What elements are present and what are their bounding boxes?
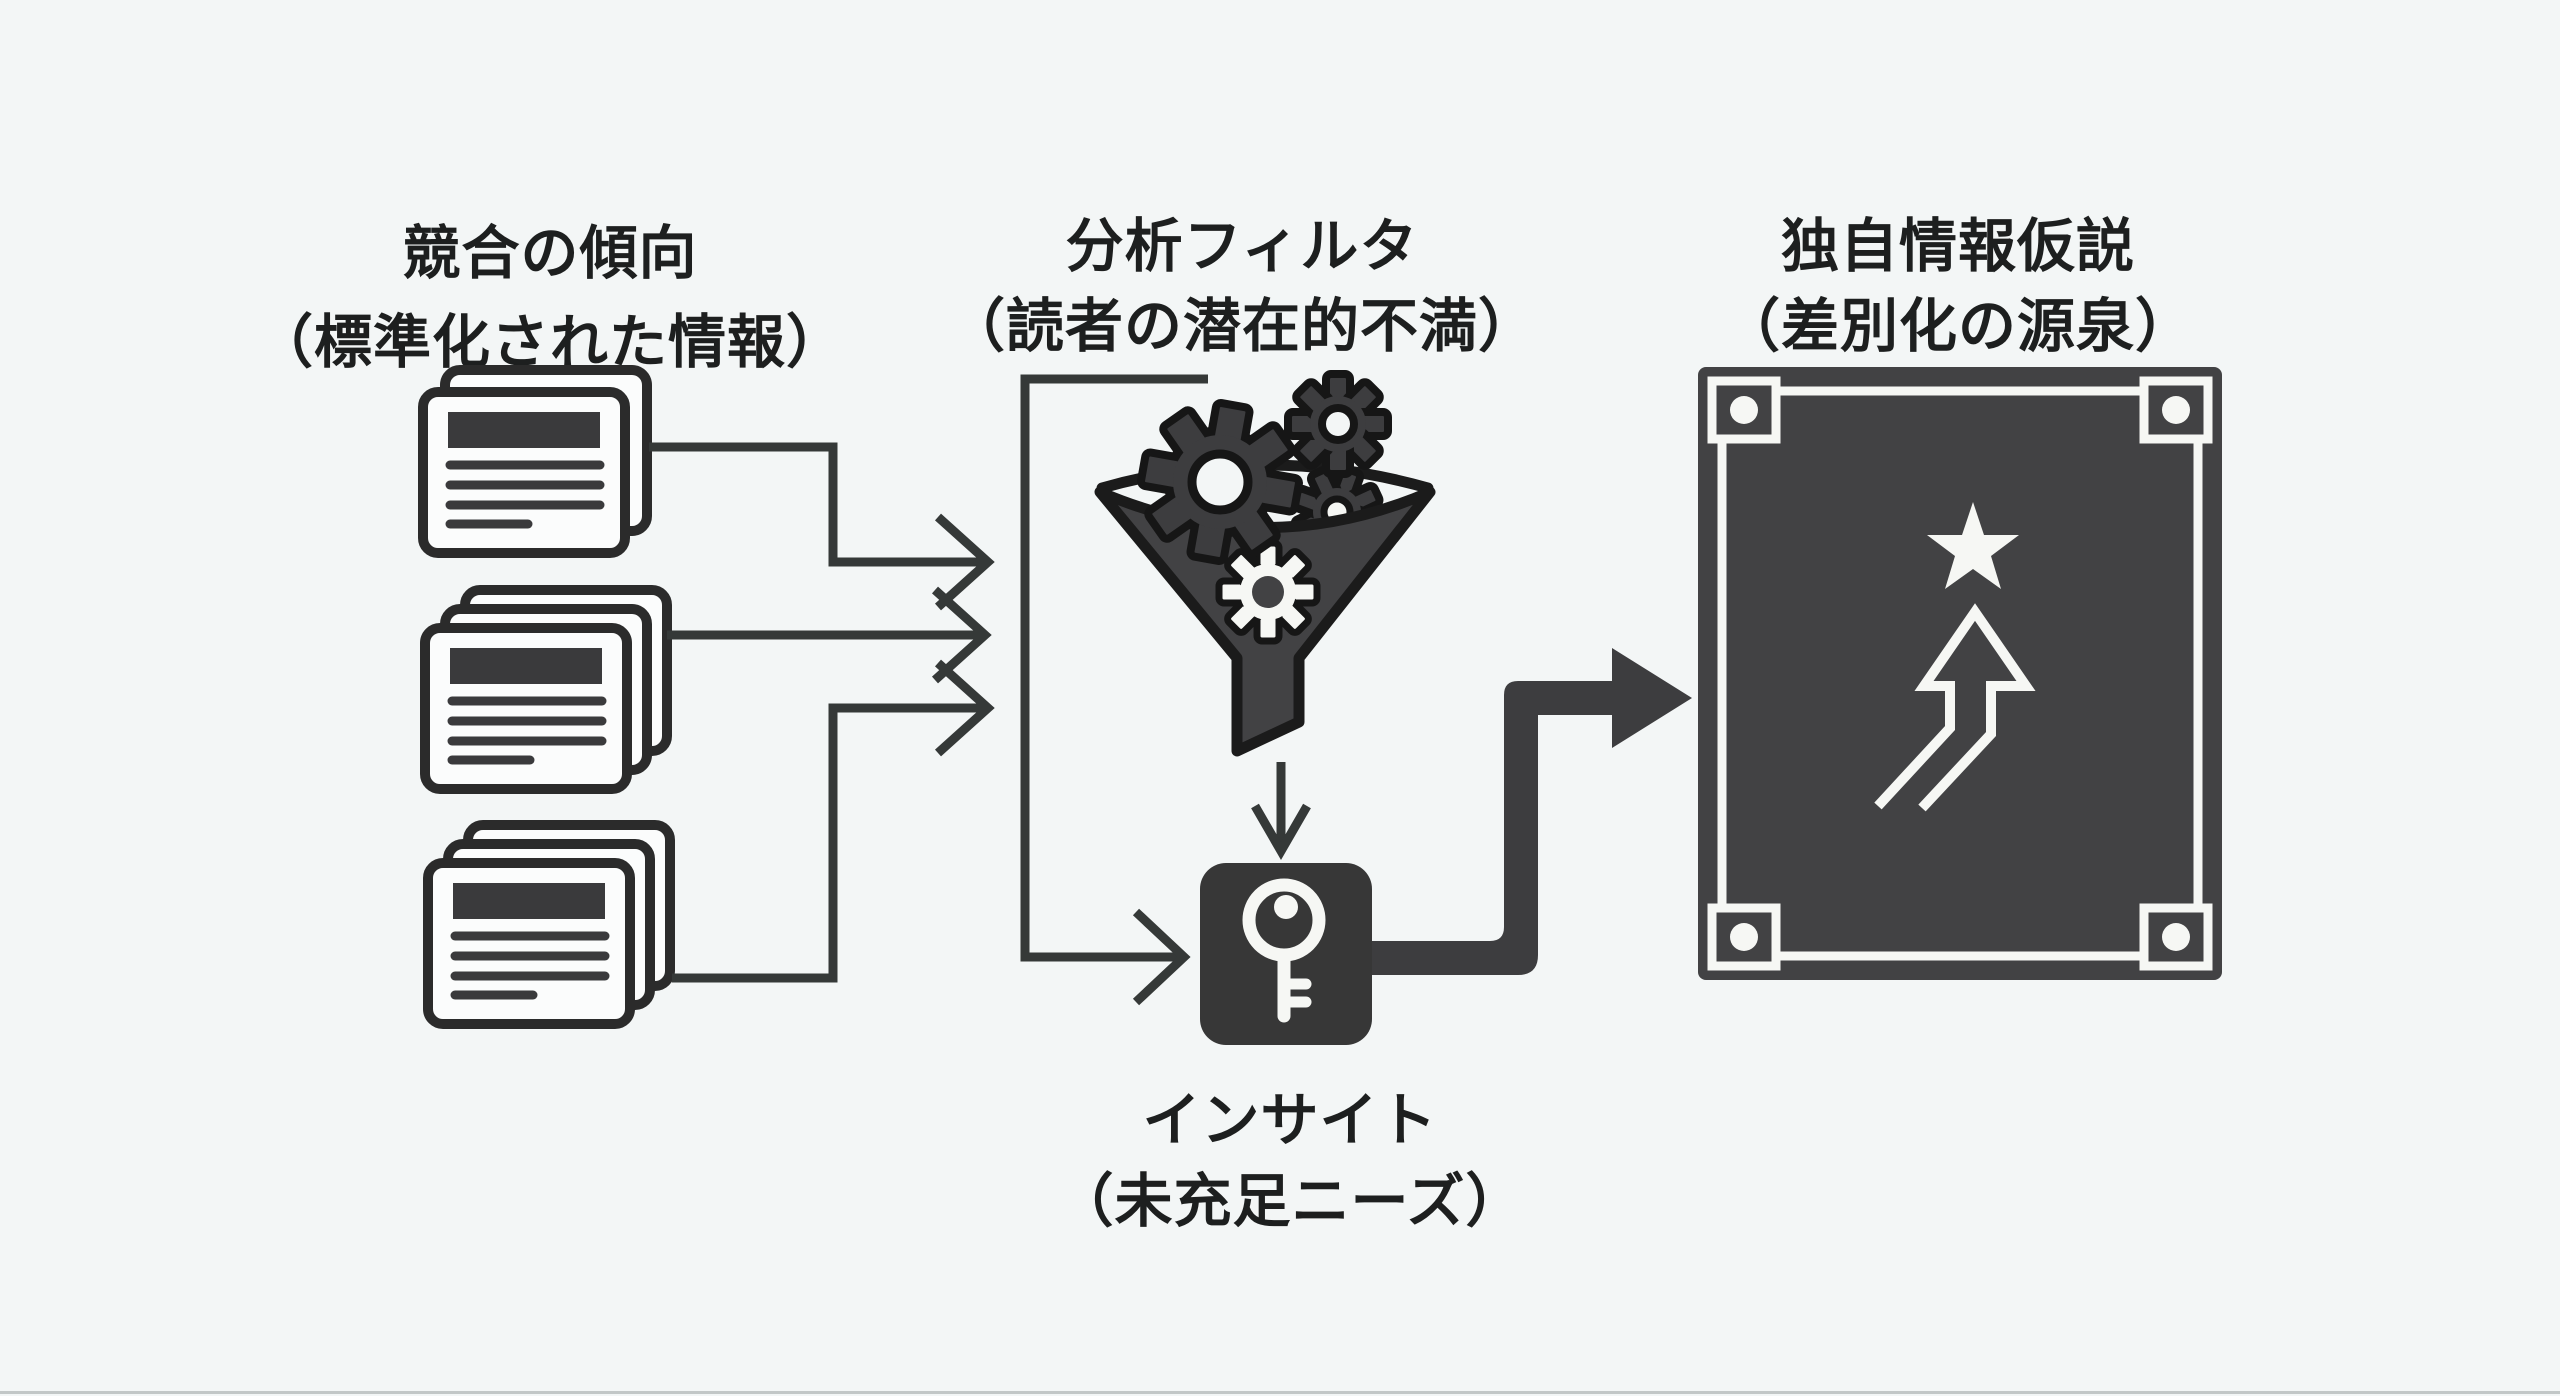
gear-icon-large bbox=[1137, 399, 1303, 565]
award-panel-icon bbox=[1698, 367, 2222, 980]
arrowhead-icon bbox=[934, 659, 995, 757]
panel-corner-plate bbox=[2139, 376, 2213, 444]
label-hypothesis: 独自情報仮説 （差別化の源泉） bbox=[1722, 212, 2194, 360]
label-source-line1: 競合の傾向 bbox=[402, 219, 697, 287]
document-title-bar bbox=[453, 883, 605, 919]
label-hypothesis-line2: （差別化の源泉） bbox=[1722, 292, 2194, 360]
corner-screw-icon bbox=[1730, 396, 1758, 424]
document-stack-icon-3 bbox=[423, 820, 675, 1029]
gear-icon-white bbox=[1215, 539, 1321, 645]
gear-hole bbox=[1252, 576, 1284, 608]
arrow-from-stack-1 bbox=[649, 442, 986, 567]
arrowhead-icon bbox=[934, 513, 995, 611]
label-hypothesis-line1: 独自情報仮説 bbox=[1781, 212, 2135, 280]
label-insight: インサイト （未充足ニーズ） bbox=[1055, 1086, 1524, 1235]
arrow-from-stack-3 bbox=[672, 703, 986, 983]
thick-elbow-arrow bbox=[1372, 648, 1692, 975]
key-icon bbox=[1242, 878, 1326, 1023]
gear-icon-small bbox=[1284, 370, 1392, 478]
star-icon bbox=[1927, 502, 2019, 589]
corner-screw-icon bbox=[1730, 923, 1758, 951]
panel-inset-border bbox=[1717, 386, 2203, 961]
gear-hole bbox=[1318, 404, 1358, 444]
label-filter-line2: （読者の潜在的不満） bbox=[947, 292, 1537, 360]
corner-screw-icon bbox=[2162, 396, 2190, 424]
document-stack-icon-2 bbox=[420, 585, 672, 794]
label-filter: 分析フィルタ （読者の潜在的不満） bbox=[947, 212, 1537, 360]
funnel-output-arrow bbox=[1251, 762, 1311, 860]
document-front-card bbox=[418, 387, 630, 558]
bottom-edge-line bbox=[0, 1391, 2560, 1394]
document-title-bar bbox=[448, 412, 600, 448]
label-insight-line1: インサイト bbox=[1142, 1086, 1437, 1154]
document-front-card bbox=[423, 858, 635, 1029]
funnel-with-gears-icon bbox=[1094, 370, 1436, 757]
document-front-card bbox=[420, 623, 632, 794]
gear-hole bbox=[1187, 449, 1253, 515]
document-stack-icon-1 bbox=[418, 365, 652, 558]
label-source-line2: （標準化された情報） bbox=[255, 308, 845, 376]
label-source: 競合の傾向 （標準化された情報） bbox=[255, 219, 845, 376]
key-icon-box bbox=[1200, 863, 1372, 1045]
rising-arrow-icon bbox=[1874, 603, 2036, 812]
document-title-bar bbox=[450, 648, 602, 684]
arrowhead-icon bbox=[1251, 803, 1311, 860]
collector-bracket-arrow bbox=[1020, 374, 1208, 1006]
corner-screw-icon bbox=[2162, 923, 2190, 951]
label-insight-line2: （未充足ニーズ） bbox=[1055, 1167, 1524, 1235]
panel-base bbox=[1698, 367, 2222, 980]
connector-arrows bbox=[649, 442, 995, 983]
arrowhead-icon bbox=[1132, 908, 1191, 1006]
label-filter-line1: 分析フィルタ bbox=[1066, 212, 1419, 280]
bracket-path bbox=[1020, 374, 1208, 962]
arrowhead-icon bbox=[931, 586, 992, 684]
